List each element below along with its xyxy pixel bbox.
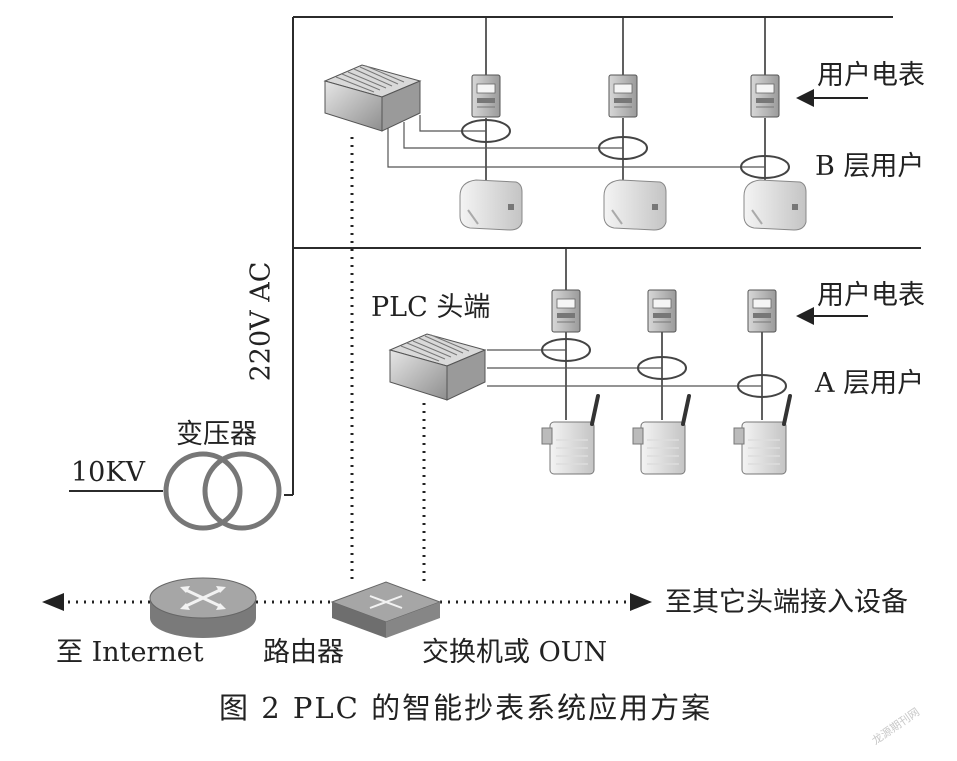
transformer-icon xyxy=(163,451,282,531)
label-10kv: 10KV xyxy=(71,457,146,488)
coupling-rings-b xyxy=(461,119,790,179)
label-switch: 交换机或 OUN xyxy=(422,637,608,668)
meter-b2-icon xyxy=(608,74,638,118)
modem-b2-icon xyxy=(603,179,667,231)
signal-wiring-a xyxy=(487,349,762,387)
label-plc-head: PLC 头端 xyxy=(371,292,491,323)
meter-a1-icon xyxy=(551,289,581,333)
signal-wiring-b xyxy=(387,115,765,168)
modem-b1-icon xyxy=(459,179,523,231)
label-user-meter-top: 用户电表 xyxy=(817,60,925,91)
plc-head-a-icon xyxy=(389,333,486,401)
figure-caption: 图 2 PLC 的智能抄表系统应用方案 xyxy=(219,691,713,725)
meter-drops-a xyxy=(565,248,763,420)
meter-b1-icon xyxy=(471,74,501,118)
plc-head-b-icon xyxy=(324,64,421,132)
meter-b3-icon xyxy=(750,74,780,118)
coupling-rings-a xyxy=(541,338,787,398)
switch-icon xyxy=(330,581,442,638)
label-transformer: 变压器 xyxy=(176,419,257,450)
arrow-other xyxy=(630,593,652,611)
power-wiring xyxy=(69,16,921,496)
label-router: 路由器 xyxy=(263,637,344,668)
label-other-head: 至其它头端接入设备 xyxy=(665,587,908,618)
meter-drops-b xyxy=(485,17,766,182)
modem-b3-icon xyxy=(743,179,807,231)
meter-a3-icon xyxy=(747,289,777,333)
data-links xyxy=(60,137,630,604)
modem-a1-icon xyxy=(540,394,600,476)
arrow-internet xyxy=(42,593,64,611)
label-voltage: 220V AC xyxy=(245,261,277,382)
label-internet: 至 Internet xyxy=(56,637,204,668)
label-a-layer: A 层用户 xyxy=(815,368,925,399)
meter-arrows xyxy=(796,89,868,325)
label-user-meter-mid: 用户电表 xyxy=(817,280,925,311)
meter-a2-icon xyxy=(647,289,677,333)
modem-a2-icon xyxy=(631,394,691,476)
router-icon xyxy=(149,577,257,638)
label-b-layer: B 层用户 xyxy=(815,151,925,182)
